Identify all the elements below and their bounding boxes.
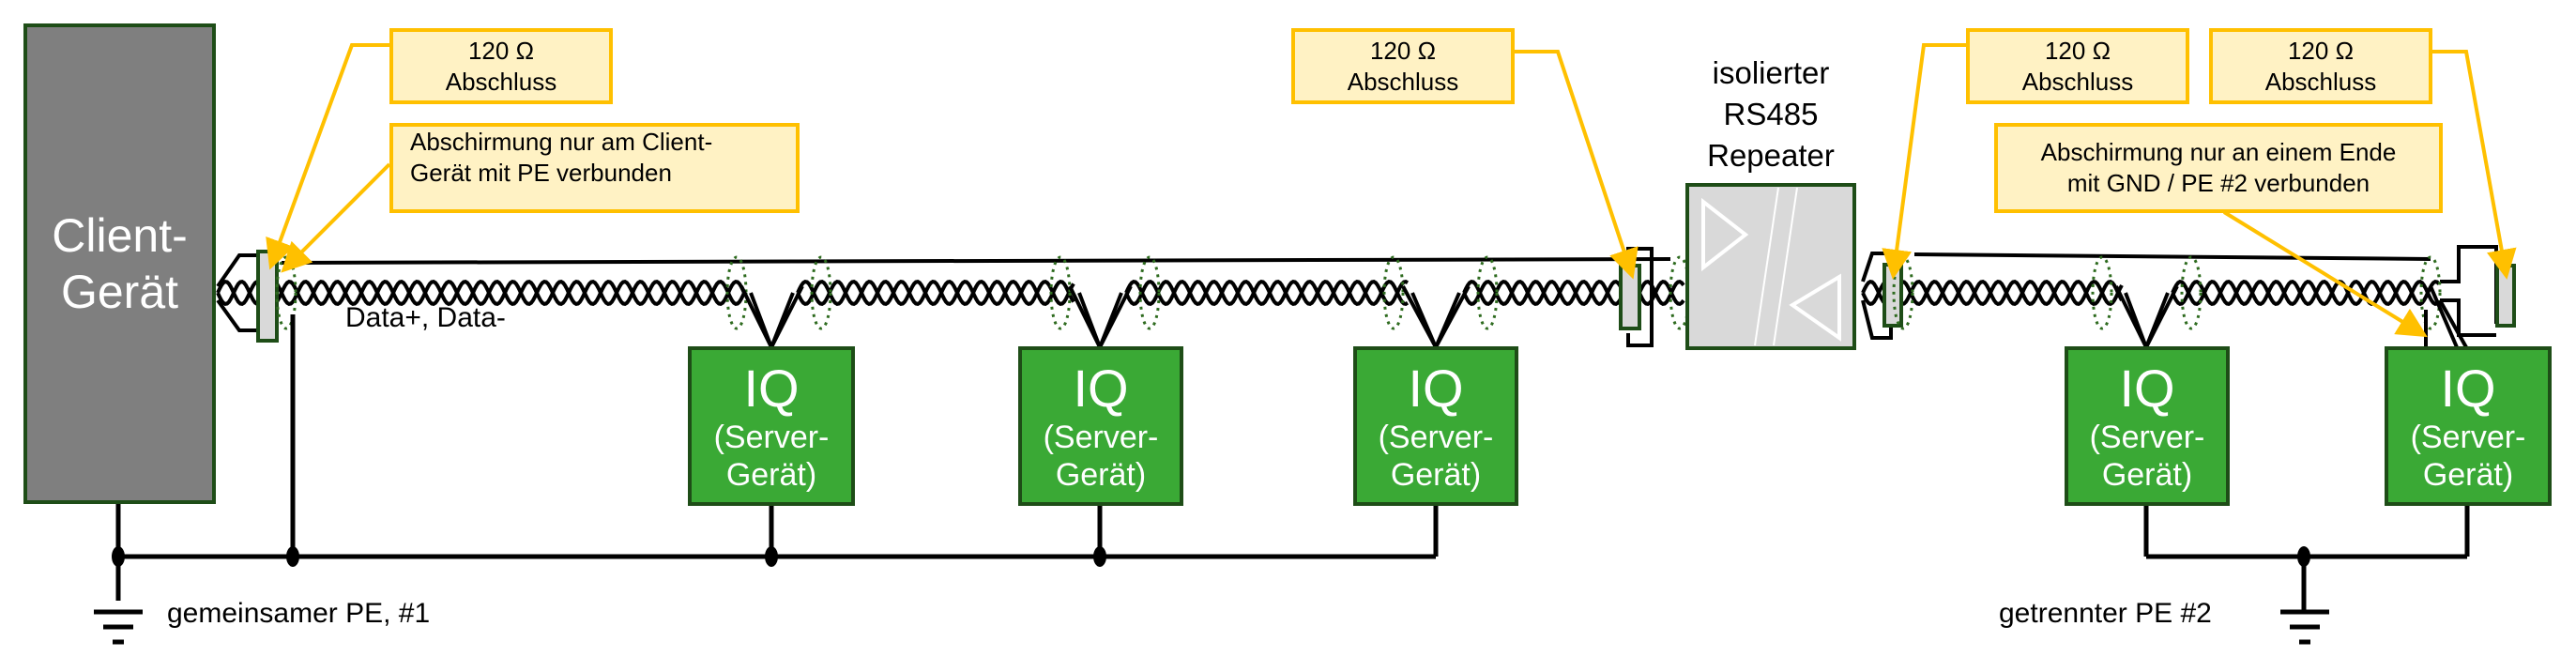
repeater-label-line: isolierter	[1712, 55, 1830, 90]
client-device-label-line1: Client-	[52, 209, 188, 262]
callout-text: 120 Ω	[1369, 36, 1437, 65]
twisted-wire	[2171, 279, 2441, 307]
client-device: Client- Gerät	[23, 23, 216, 504]
server-subtitle: (Server-	[1043, 420, 1159, 455]
callout-text: Abschluss	[445, 67, 557, 96]
twisted-wire	[1861, 279, 2124, 307]
server-device-1: IQ (Server- Gerät)	[688, 346, 855, 506]
shield-marker	[1382, 255, 1405, 330]
shield-marker	[2419, 255, 2442, 330]
shield-marker	[810, 255, 832, 330]
termination-resistor-2	[1619, 247, 1654, 347]
server-subtitle: (Server-	[2410, 420, 2526, 455]
shield-line-segment-2	[1913, 252, 2431, 261]
callout-text: Abschluss	[2021, 67, 2134, 96]
twisted-wire	[796, 279, 1075, 307]
repeater-label-line: RS485	[1723, 97, 1819, 131]
callout-termination-4: 120 Ω Abschluss	[2209, 28, 2432, 104]
server-subtitle: (Server-	[1378, 420, 1494, 455]
callout-shield-one-end: Abschirmung nur an einem Ende mit GND / …	[1994, 123, 2443, 213]
server-subtitle: Gerät)	[1390, 457, 1482, 493]
server-subtitle: Gerät)	[2422, 457, 2514, 493]
ground-label-1: gemeinsamer PE, #1	[167, 598, 431, 629]
shield-marker	[2091, 255, 2113, 330]
server-device-5: IQ (Server- Gerät)	[2385, 346, 2552, 506]
callout-text: Abschluss	[2264, 67, 2377, 96]
server-device-3: IQ (Server- Gerät)	[1353, 346, 1518, 506]
shield-marker	[1049, 255, 1072, 330]
twisted-wire	[2171, 279, 2441, 307]
shield-marker	[1476, 255, 1499, 330]
callout-text: mit GND / PE #2 verbunden	[2066, 169, 2370, 197]
callout-termination-1: 120 Ω Abschluss	[389, 28, 613, 104]
callout-text: 120 Ω	[2287, 36, 2355, 65]
twisted-wire	[1124, 279, 1410, 307]
shield-marker	[1138, 255, 1161, 330]
server-title: IQ	[1408, 359, 1464, 418]
shield-markers	[275, 255, 2442, 330]
server-title: IQ	[1073, 359, 1129, 418]
callout-arrows	[266, 43, 2517, 338]
callout-text: Abschirmung nur an einem Ende	[2040, 138, 2397, 166]
twisted-wire	[1462, 279, 1685, 307]
amplifier-right-icon	[1701, 197, 1749, 272]
twisted-pair-cable	[216, 279, 2441, 307]
server-title: IQ	[743, 359, 800, 418]
server-subtitle: Gerät)	[725, 457, 817, 493]
callout-text: 120 Ω	[2044, 36, 2111, 65]
ground-label-2: getrennter PE #2	[1999, 598, 2212, 629]
twisted-wire	[796, 279, 1075, 307]
server-device-4: IQ (Server- Gerät)	[2065, 346, 2230, 506]
ground-icon-2	[2280, 609, 2329, 645]
server-subtitle: Gerät)	[1055, 457, 1147, 493]
server-subtitle: (Server-	[2089, 420, 2205, 455]
callout-text: Abschluss	[1347, 67, 1459, 96]
twisted-wire	[1861, 279, 2124, 307]
isolation-barrier	[1754, 187, 1779, 346]
rs485-repeater	[1685, 183, 1856, 350]
repeater-label: isolierter RS485 Repeater	[1658, 53, 1883, 176]
shield-marker	[2180, 255, 2203, 330]
callout-termination-3: 120 Ω Abschluss	[1966, 28, 2189, 104]
repeater-label-line: Repeater	[1707, 138, 1835, 173]
amplifier-left-icon	[1789, 273, 1841, 342]
callout-text: Gerät mit PE verbunden	[410, 159, 672, 187]
callout-text: Abschirmung nur am Client-	[410, 128, 713, 156]
callout-text: 120 Ω	[467, 36, 535, 65]
junction-dots-1	[112, 546, 1106, 567]
ground-icon-1	[94, 609, 143, 645]
junction-dot-2	[2297, 546, 2310, 567]
server-title: IQ	[2440, 359, 2496, 418]
twisted-wire	[1462, 279, 1685, 307]
server-subtitle: Gerät)	[2101, 457, 2193, 493]
client-device-label-line2: Gerät	[60, 266, 179, 318]
callout-termination-2: 120 Ω Abschluss	[1291, 28, 1515, 104]
data-line-label: Data+, Data-	[345, 302, 506, 333]
callout-shield-client: Abschirmung nur am Client- Gerät mit PE …	[389, 123, 800, 213]
twisted-wire	[216, 279, 747, 307]
twisted-wire	[216, 279, 747, 307]
termination-resistor-1	[216, 250, 279, 343]
shield-line-segment-1	[281, 257, 1671, 265]
server-device-2: IQ (Server- Gerät)	[1018, 346, 1183, 506]
server-title: IQ	[2119, 359, 2175, 418]
server-subtitle: (Server-	[713, 420, 830, 455]
